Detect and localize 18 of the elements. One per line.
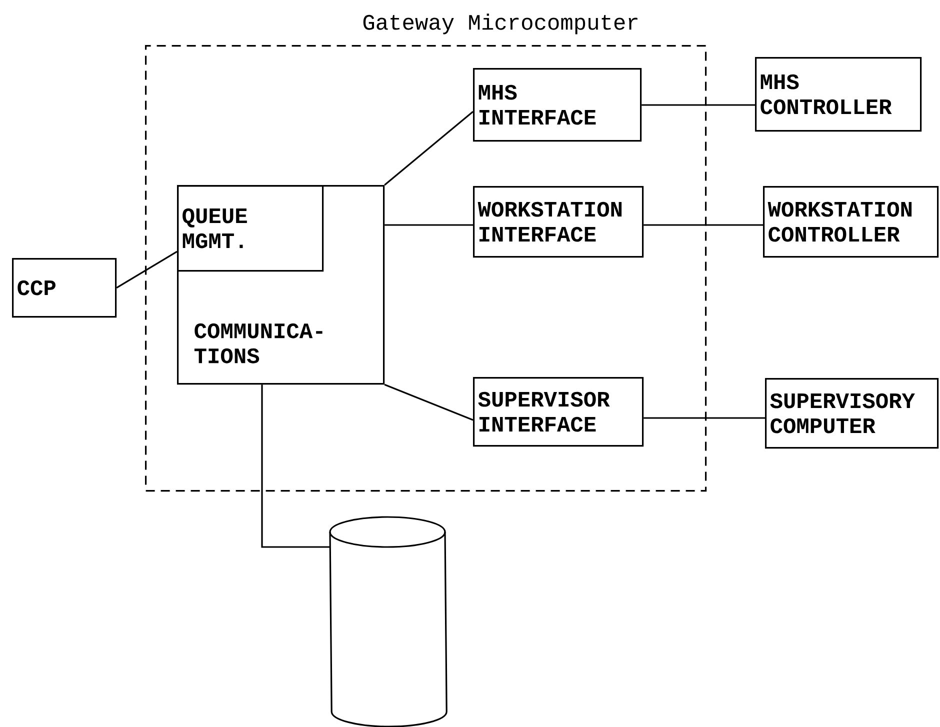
database-cylinder — [329, 516, 448, 727]
process-box: MHS INTERFACE — [473, 68, 642, 142]
process-box: CCP — [12, 258, 117, 318]
connector-line — [384, 224, 473, 226]
connector-line — [116, 250, 178, 288]
connector-line — [642, 104, 755, 106]
connector-line — [261, 384, 330, 548]
node-label: Gateway Microcomputer — [363, 14, 638, 34]
queue-box: QUEUE MGMT. — [177, 185, 324, 272]
process-box: MHS CONTROLLER — [755, 57, 922, 132]
connector-line — [384, 384, 474, 421]
process-box: SUPERVISORY COMPUTER — [765, 378, 939, 449]
connector-line — [644, 417, 765, 419]
connector-line — [644, 224, 763, 226]
process-box: WORKSTATION CONTROLLER — [763, 186, 939, 258]
connector-line — [384, 110, 474, 186]
process-box: WORKSTATION INTERFACE — [473, 186, 644, 258]
process-box: SUPERVISOR INTERFACE — [473, 377, 644, 447]
